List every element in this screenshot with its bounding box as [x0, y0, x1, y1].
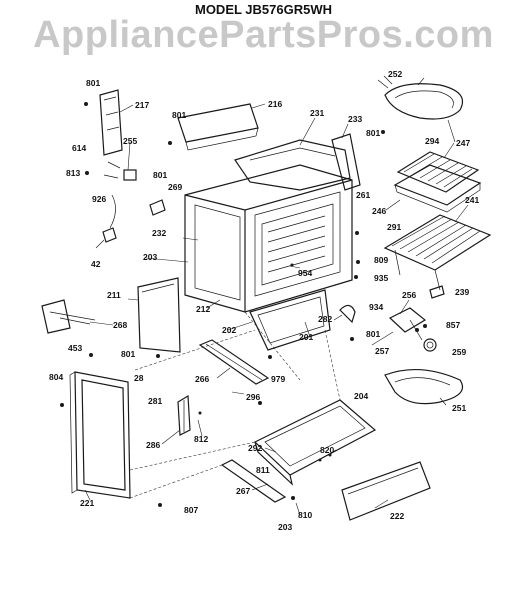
label-804: 804 — [49, 372, 63, 382]
part-239-tag — [429, 285, 445, 299]
label-801: 801 — [366, 329, 380, 339]
label-221: 221 — [80, 498, 94, 508]
label-257: 257 — [375, 346, 389, 356]
part-255-switch — [103, 161, 137, 181]
label-267: 267 — [236, 486, 250, 496]
label-233: 233 — [348, 114, 362, 124]
part-233-bracket — [331, 133, 361, 191]
label-813: 813 — [66, 168, 80, 178]
label-954: 954 — [298, 268, 312, 278]
label-979: 979 — [271, 374, 285, 384]
label-251: 251 — [452, 403, 466, 413]
part-231-top-cover — [234, 139, 351, 191]
label-926: 926 — [92, 194, 106, 204]
part-222-drawer-front — [341, 461, 431, 521]
label-217: 217 — [135, 100, 149, 110]
label-232: 232 — [152, 228, 166, 238]
assembly-lines — [129, 311, 341, 499]
part-269-clip — [149, 199, 166, 216]
label-811: 811 — [256, 465, 270, 475]
label-934: 934 — [369, 302, 383, 312]
label-282: 282 — [318, 314, 332, 324]
label-201: 201 — [299, 332, 313, 342]
label-266: 266 — [195, 374, 209, 384]
label-222: 222 — [390, 511, 404, 521]
label-801: 801 — [153, 170, 167, 180]
label-246: 246 — [372, 206, 386, 216]
label-203: 203 — [143, 252, 157, 262]
label-291: 291 — [387, 222, 401, 232]
label-294: 294 — [425, 136, 439, 146]
label-42: 42 — [91, 259, 101, 269]
label-216: 216 — [268, 99, 282, 109]
part-204-drawer — [253, 399, 377, 486]
label-269: 269 — [168, 182, 182, 192]
part-251-broil-element — [384, 368, 464, 405]
label-268: 268 — [113, 320, 127, 330]
part-268-hinge — [41, 299, 96, 334]
label-935: 935 — [374, 273, 388, 283]
label-801: 801 — [121, 349, 135, 359]
watermark: AppliancePartsPros.com — [33, 14, 494, 56]
part-217-bracket — [84, 89, 123, 156]
label-239: 239 — [455, 287, 469, 297]
part-266-rail — [198, 339, 270, 385]
part-203-oven-body — [184, 164, 353, 313]
model-title: MODEL JB576GR5WH — [194, 2, 332, 17]
label-801: 801 — [172, 110, 186, 120]
label-820: 820 — [320, 445, 334, 455]
label-857: 857 — [446, 320, 460, 330]
label-281: 281 — [148, 396, 162, 406]
label-252: 252 — [388, 69, 402, 79]
label-801: 801 — [86, 78, 100, 88]
part-281-hinge-arm — [177, 394, 202, 436]
label-212: 212 — [196, 304, 210, 314]
label-296: 296 — [246, 392, 260, 402]
label-286: 286 — [146, 440, 160, 450]
label-247: 247 — [456, 138, 470, 148]
part-221-door — [69, 371, 131, 499]
label-259: 259 — [452, 347, 466, 357]
part-211-side-panel — [137, 277, 181, 353]
label-202: 202 — [222, 325, 236, 335]
label-812: 812 — [194, 434, 208, 444]
callout-labels: 801 217 801 216 231 233 252 801 294 247 … — [49, 69, 479, 532]
label-241: 241 — [465, 195, 479, 205]
part-246-broiler-pan — [393, 164, 482, 213]
label-255: 255 — [123, 136, 137, 146]
label-809: 809 — [374, 255, 388, 265]
leader-lines — [84, 77, 469, 516]
label-211: 211 — [107, 290, 121, 300]
label-256: 256 — [402, 290, 416, 300]
part-267-rail — [220, 459, 287, 503]
label-261: 261 — [356, 190, 370, 200]
part-42-plate — [102, 227, 117, 243]
part-216-panel — [177, 103, 259, 151]
label-614: 614 — [72, 143, 86, 153]
part-256-valve — [388, 307, 437, 352]
part-247-broiler-grid — [396, 151, 480, 193]
label-28: 28 — [134, 373, 144, 383]
label-292: 292 — [248, 443, 262, 453]
label-807: 807 — [184, 505, 198, 515]
label-801: 801 — [366, 128, 380, 138]
label-231: 231 — [310, 108, 324, 118]
label-204: 204 — [354, 391, 368, 401]
label-203: 203 — [278, 522, 292, 532]
part-926-wire — [109, 194, 116, 229]
label-453: 453 — [68, 343, 82, 353]
label-810: 810 — [298, 510, 312, 520]
part-202-door-frame — [249, 289, 331, 351]
part-282-tube — [339, 304, 356, 324]
screw-markers — [60, 130, 427, 507]
